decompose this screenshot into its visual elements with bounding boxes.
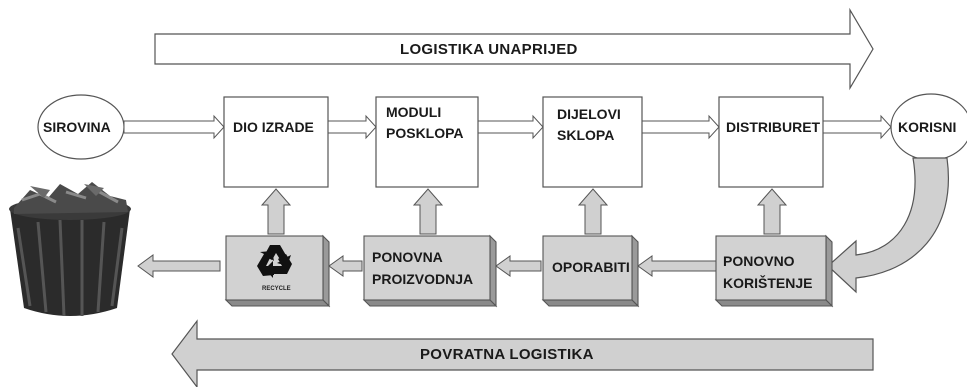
reverse-boxes [224,234,834,308]
reverse-box-4 [714,234,834,308]
arrow-source-to-step1 [123,114,225,140]
arrow-step2-to-step3 [477,114,544,140]
step-2-label-line1: MODULI [386,104,442,120]
arrow-rev3-to-rev2 [495,255,542,277]
reverse-box-3 [541,234,640,308]
arrow-step1-to-step2 [327,114,377,140]
arrow-step3-to-step4 [641,114,720,140]
source-node-label: SIROVINA [43,119,111,135]
up-arrow-2 [412,188,444,235]
reverse-banner-label: POVRATNA LOGISTIKA [420,346,594,363]
step-box-4 [718,96,824,188]
step-box-3 [542,96,643,188]
step-3-label-line2: SKLOPA [557,127,615,143]
step-3-label-line1: DIJELOVI [557,106,621,122]
return-curve-arrow [827,157,949,294]
reverse-flow-arrows [137,254,717,278]
up-arrow-4 [756,188,788,235]
waste-bin-icon [9,182,131,317]
user-node-label: KORISNI [898,119,957,135]
reverse-4-label-line2: KORIŠTENJE [723,275,813,291]
recycle-caption: RECYCLE [262,286,291,292]
upward-arrows [260,188,788,235]
up-arrow-1 [260,188,292,235]
step-4-label: DISTRIBURET [726,119,821,135]
forward-banner-arrow [154,7,874,91]
forward-boxes [223,96,824,188]
reverse-3-label: OPORABITI [552,259,630,275]
forward-banner-label: LOGISTIKA UNAPRIJED [400,41,578,58]
reverse-banner-arrow [171,319,874,387]
forward-flow-arrows [123,114,892,140]
step-2-label-line2: POSKLOPA [386,125,464,141]
step-box-1 [223,96,329,188]
recycle-icon [257,245,292,278]
up-arrow-3 [577,188,609,235]
reverse-2-label-line2: PROIZVODNJA [372,271,474,287]
step-box-2 [375,96,479,188]
step-1-label: DIO IZRADE [233,119,314,135]
reverse-4-label-line1: PONOVNO [723,253,795,269]
arrow-rev2-to-rev1 [328,255,363,277]
arrow-rev4-to-rev3 [637,255,717,277]
reverse-2-label-line1: PONOVNA [372,249,443,265]
reverse-box-2 [362,234,498,308]
arrow-step4-to-user [822,114,892,140]
arrow-rev1-to-bin [137,254,221,278]
